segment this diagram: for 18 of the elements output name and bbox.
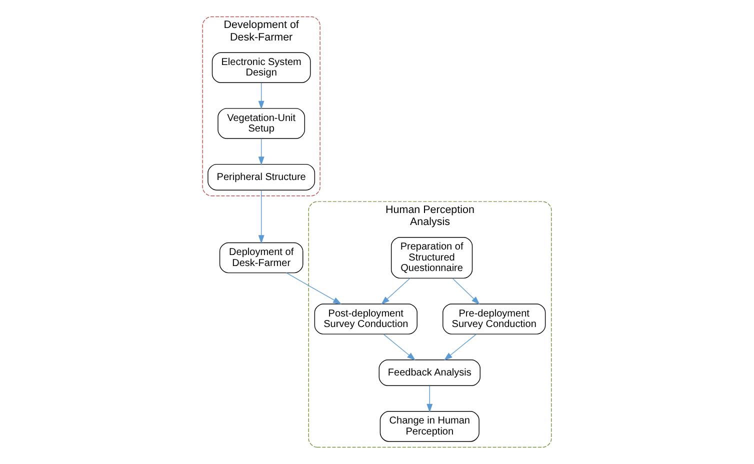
arrow	[258, 190, 264, 244]
node-box: Post-deployment Survey Conduction	[314, 304, 418, 334]
node-box: Feedback Analysis	[378, 360, 480, 386]
arrow	[286, 272, 342, 304]
node-box: Peripheral Structure	[208, 164, 316, 190]
arrow	[258, 82, 264, 110]
node-box: Pre-deployment Survey Conduction	[442, 304, 546, 334]
node-box: Preparation of Structured Questionnaire	[390, 237, 473, 279]
node-box: Deployment of Desk-Farmer	[219, 242, 304, 274]
arrow	[258, 138, 264, 166]
node-box: Electronic System Design	[212, 52, 311, 84]
node-box: Vegetation-Unit Setup	[218, 108, 306, 139]
arrow	[380, 278, 410, 305]
arrow	[426, 386, 433, 412]
arrow	[383, 334, 416, 361]
node-box: Change in Human Perception	[380, 411, 480, 442]
arrow	[444, 334, 476, 361]
arrow	[452, 278, 480, 305]
